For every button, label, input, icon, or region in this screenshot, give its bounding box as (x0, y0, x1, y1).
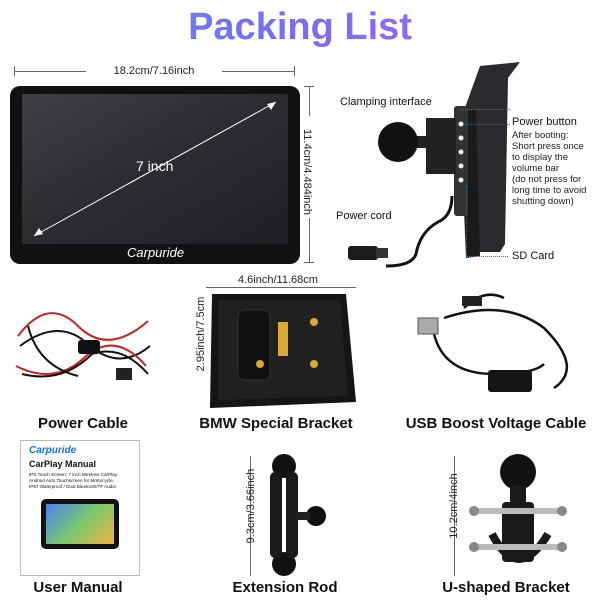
manual-heading: CarPlay Manual (29, 459, 97, 469)
car-display-screen (10, 86, 300, 264)
device-width-dimension: 18.2cm/7.16inch (14, 65, 295, 80)
manual-brand: Carpuride (29, 445, 77, 456)
bmw-width-label: 4.6inch/11.68cm (238, 274, 318, 286)
sd-card-label: SD Card (512, 250, 555, 262)
power-cord-label: Power cord (336, 210, 392, 222)
extension-rod-caption: Extension Rod (232, 579, 338, 596)
u-bracket-image (469, 454, 567, 563)
extension-rod-image (270, 454, 326, 576)
usb-cable-caption: USB Boost Voltage Cable (405, 415, 587, 432)
page-title: Packing List (0, 6, 600, 49)
usb-cable-image (417, 293, 569, 392)
device-side-view (348, 62, 520, 268)
u-bracket-caption: U-shaped Bracket (442, 579, 570, 596)
user-manual-image: Carpuride CarPlay Manual IPS Touch Scree… (20, 440, 140, 576)
power-note: After booting: Short press once to displ… (512, 130, 587, 207)
power-cable-caption: Power Cable (37, 415, 129, 432)
user-manual-caption: User Manual (33, 579, 123, 596)
power-cable-image (15, 312, 151, 380)
manual-device-photo (41, 499, 119, 549)
power-button-label: Power button (512, 116, 577, 128)
bmw-bracket-caption: BMW Special Bracket (199, 415, 353, 432)
clamping-label: Clamping interface (340, 96, 432, 108)
manual-lines: IPS Touch Screen: 7 inch Wireless CarPla… (29, 472, 117, 489)
diagonal-label: 7 inch (136, 158, 174, 174)
bmw-bracket-image (210, 294, 356, 408)
width-label: 18.2cm/7.16inch (113, 65, 195, 77)
carpuride-logo: Carpuride (127, 245, 185, 260)
height-label: 11.4cm/4.484inch (301, 128, 313, 216)
u-bracket-length-label: 10.2cm/4inch (448, 473, 460, 539)
